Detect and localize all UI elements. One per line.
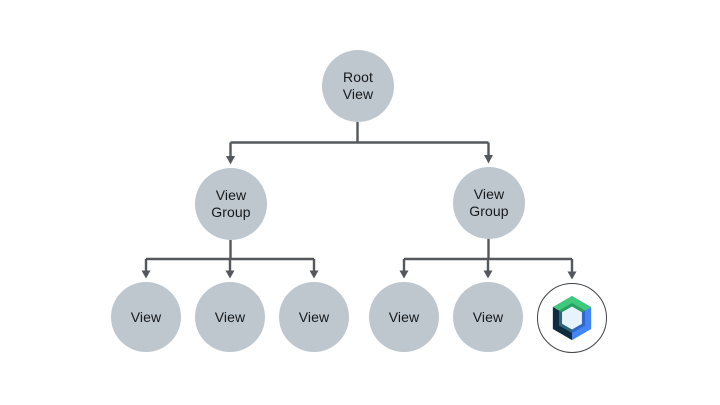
node-label: View Group [211,187,251,220]
node-view-group-left: View Group [195,168,267,240]
node-label: View Group [469,186,509,219]
node-root-view: Root View [322,50,394,122]
node-label: View [388,308,420,325]
node-label: View [298,308,330,325]
node-view-group-right: View Group [453,167,525,239]
node-label: Root View [342,69,374,102]
node-view-2: View [195,282,265,352]
node-label: View [472,308,504,325]
node-compose [537,283,607,353]
node-view-1: View [111,282,181,352]
node-view-5: View [453,282,523,352]
node-label: View [130,308,162,325]
node-label: View [214,308,246,325]
node-view-4: View [369,282,439,352]
node-view-3: View [279,282,349,352]
jetpack-compose-icon [552,295,592,341]
